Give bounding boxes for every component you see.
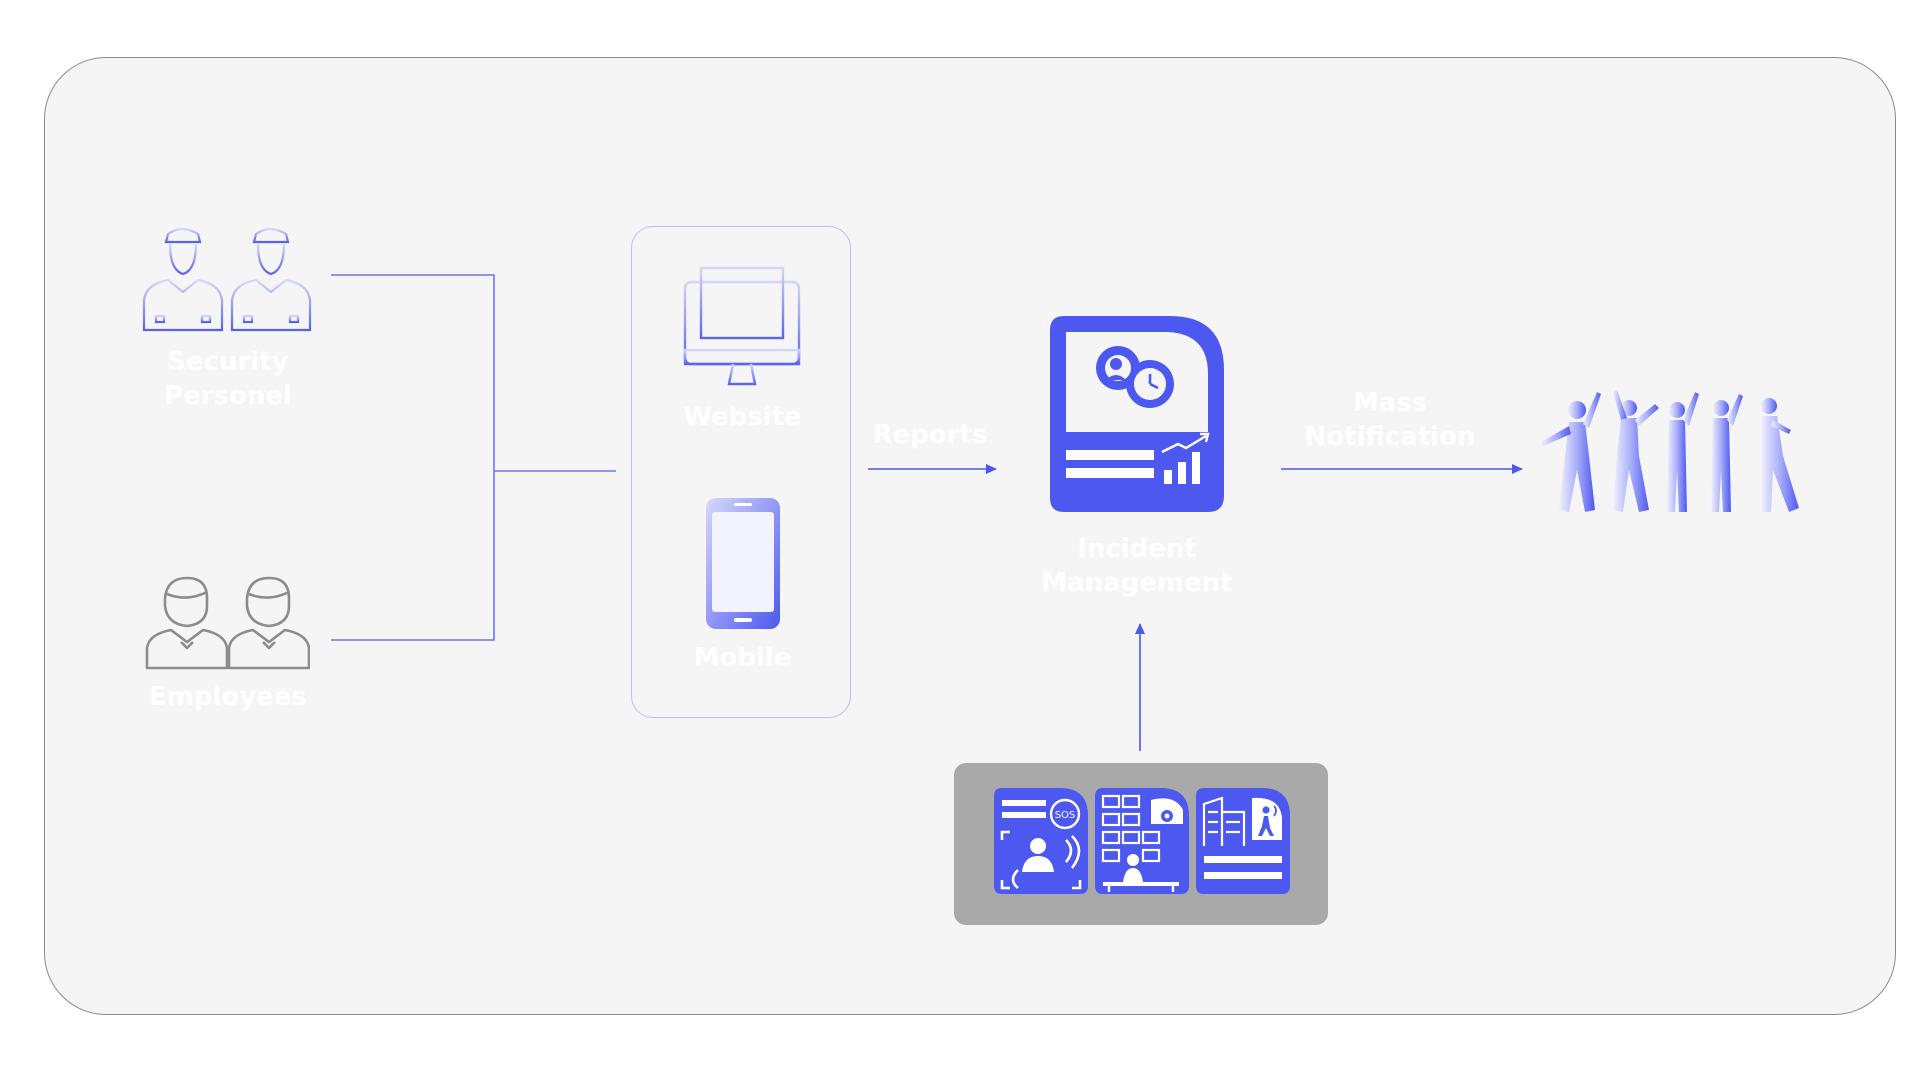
website-label: Website xyxy=(683,402,802,432)
security-personnel-label-line2: Personel xyxy=(164,381,292,411)
incident-management-label-line1: Incident xyxy=(1077,534,1197,564)
security-guard-pair-icon xyxy=(142,227,312,332)
sos-emergency-icon: SOS xyxy=(994,788,1088,894)
channels-box xyxy=(631,226,851,718)
incident-management-label-line2: Management xyxy=(1041,568,1233,598)
mass-notification-label: Mass Notification xyxy=(1290,386,1490,454)
edge-security-to-channels xyxy=(331,274,495,471)
employee-pair-icon xyxy=(145,576,310,670)
employees-label: Employees xyxy=(149,682,307,712)
desktop-monitor-icon xyxy=(683,266,801,390)
crowd-people-icon xyxy=(1541,390,1799,512)
security-personnel-label-line1: Security xyxy=(167,347,289,377)
video-surveillance-icon xyxy=(1095,788,1189,894)
incident-dashboard-icon xyxy=(1050,316,1224,512)
mass-notification-label-line1: Mass xyxy=(1352,388,1428,418)
mass-notification-label-line2: Notification xyxy=(1304,422,1476,452)
incident-management-label: Incident Management xyxy=(1030,532,1244,600)
building-intrusion-icon xyxy=(1196,788,1290,894)
mobile-label: Mobile xyxy=(693,643,792,673)
smartphone-icon xyxy=(706,498,780,629)
svg-text:SOS: SOS xyxy=(1055,810,1076,821)
reports-edge-label: Reports xyxy=(872,420,988,450)
security-personnel-label: Security Personel xyxy=(148,345,308,413)
edge-employees-to-channels xyxy=(331,471,495,641)
